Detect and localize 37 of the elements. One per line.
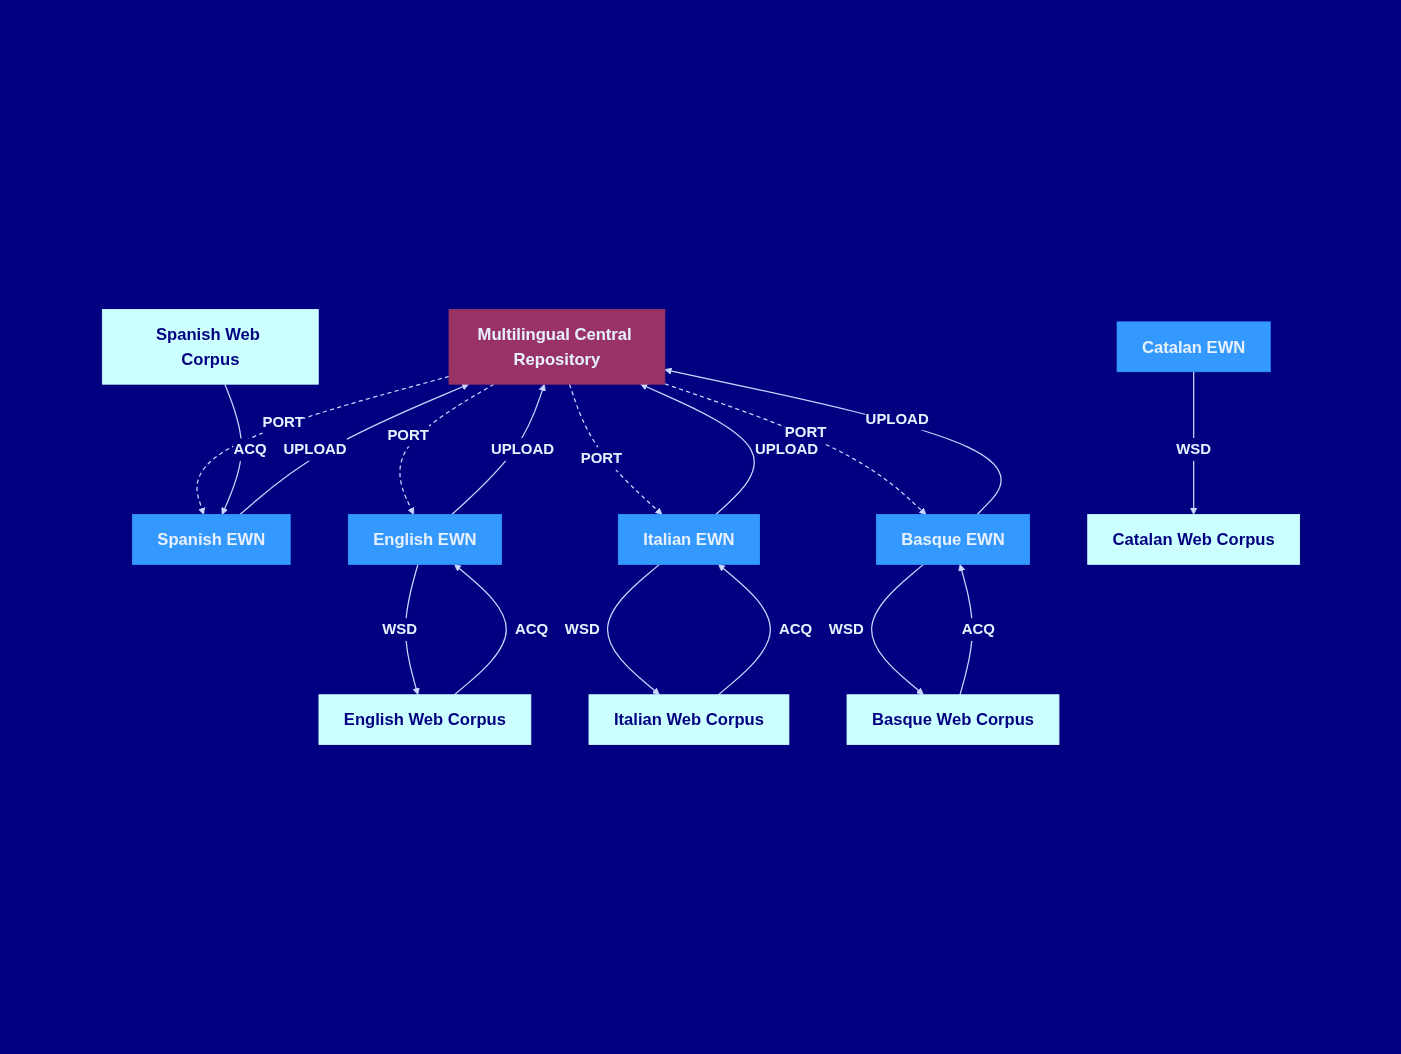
- edge-label: WSD: [828, 620, 864, 638]
- edge-label: PORT: [261, 413, 304, 430]
- edge-label: ACQ: [778, 620, 812, 638]
- arrow: [606, 563, 660, 696]
- edge-label: UPLOAD: [282, 440, 347, 458]
- node-box: English EWN: [347, 514, 502, 565]
- arrow: [238, 383, 469, 516]
- node-box: Spanish Web Corpus: [101, 309, 319, 385]
- edge-label: ACQ: [232, 441, 267, 458]
- edge-label: UPLOAD: [490, 440, 554, 458]
- arrow: [453, 564, 507, 696]
- edge-label: WSD: [1175, 440, 1211, 458]
- arrow: [568, 383, 662, 515]
- arrow: [870, 563, 924, 696]
- node-box: Italian Web Corpus: [588, 694, 789, 745]
- node-box: Spanish EWN: [131, 514, 291, 565]
- edge-label: ACQ: [961, 620, 995, 638]
- arrow: [664, 367, 1002, 516]
- arrow: [398, 383, 495, 515]
- edge-label: UPLOAD: [865, 410, 929, 427]
- node-box: Basque Web Corpus: [846, 694, 1059, 745]
- edge-label: PORT: [386, 426, 429, 443]
- arrow: [639, 383, 755, 516]
- node-box: Multilingual Central Repository: [448, 309, 665, 385]
- edge-label: PORT: [580, 449, 622, 467]
- edge-label: WSD: [564, 620, 600, 638]
- arrow: [717, 564, 771, 696]
- edge-label: UPLOAD: [754, 440, 818, 458]
- node-box: Catalan Web Corpus: [1086, 514, 1300, 565]
- node-box: Italian EWN: [617, 514, 760, 565]
- node-box: Catalan EWN: [1116, 321, 1271, 373]
- arrow: [663, 383, 926, 515]
- edge-label: WSD: [381, 620, 417, 638]
- node-box: English Web Corpus: [318, 694, 531, 745]
- node-box: Basque EWN: [875, 514, 1030, 565]
- edge-label: PORT: [784, 423, 826, 441]
- edge-label: ACQ: [514, 620, 548, 638]
